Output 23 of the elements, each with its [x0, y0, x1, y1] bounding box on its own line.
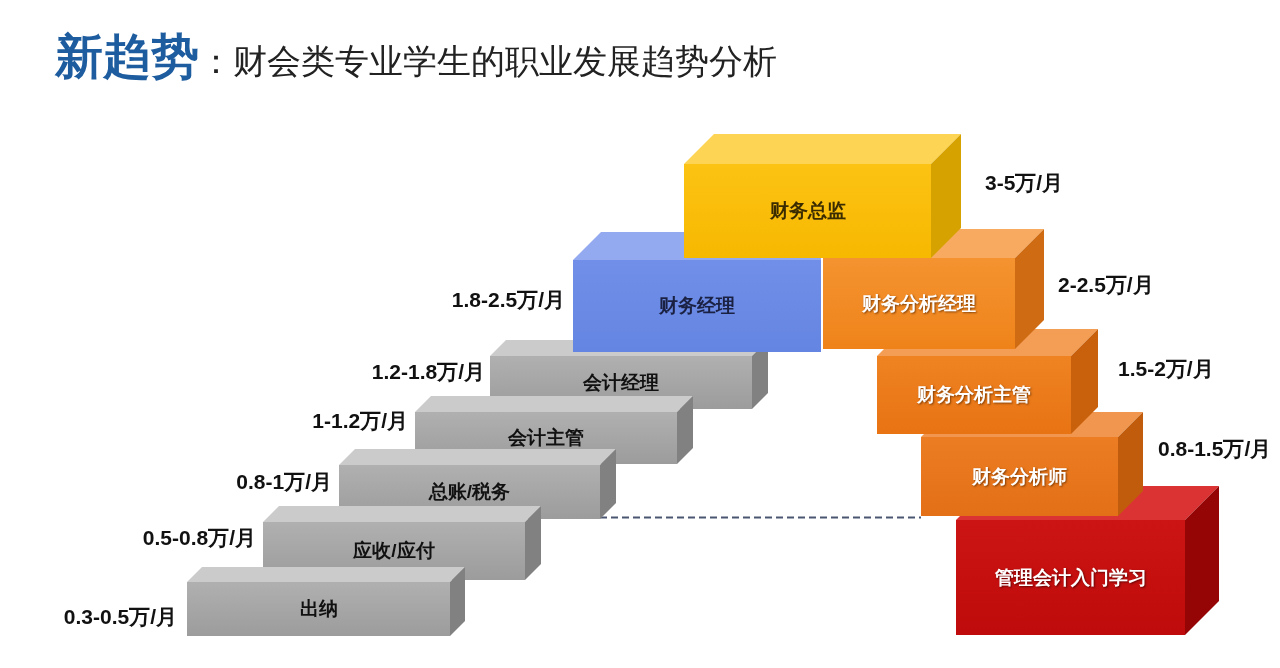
job-title: 财务经理	[659, 295, 735, 317]
salary-label: 1-1.2万/月	[312, 409, 408, 433]
job-title: 财务分析经理	[862, 292, 976, 315]
job-title: 会计经理	[583, 371, 659, 394]
salary-label: 1.8-2.5万/月	[451, 288, 565, 312]
salary-label: 0.5-0.8万/月	[142, 526, 256, 550]
dashed-connector	[599, 516, 922, 519]
job-title: 应收/应付	[353, 540, 435, 562]
title: 新趋势：财会类专业学生的职业发展趋势分析	[55, 29, 777, 85]
salary-label: 1.2-1.8万/月	[371, 360, 485, 384]
salary-label: 1.5-2万/月	[1118, 357, 1214, 381]
job-title: 财务总监	[769, 200, 846, 222]
job-title: 会计主管	[508, 427, 584, 449]
salary-label: 2-2.5万/月	[1058, 273, 1154, 297]
salary-label: 0.8-1.5万/月	[1158, 437, 1272, 461]
salary-label: 0.8-1万/月	[236, 470, 332, 494]
job-title: 出纳	[299, 598, 338, 620]
job-title: 总账/税务	[428, 481, 511, 503]
salary-label: 3-5万/月	[985, 171, 1064, 195]
job-title: 财务分析师	[972, 465, 1067, 488]
job-title: 财务分析主管	[917, 384, 1031, 406]
job-title: 管理会计入门学习	[994, 566, 1147, 589]
salary-label: 0.3-0.5万/月	[63, 605, 177, 629]
